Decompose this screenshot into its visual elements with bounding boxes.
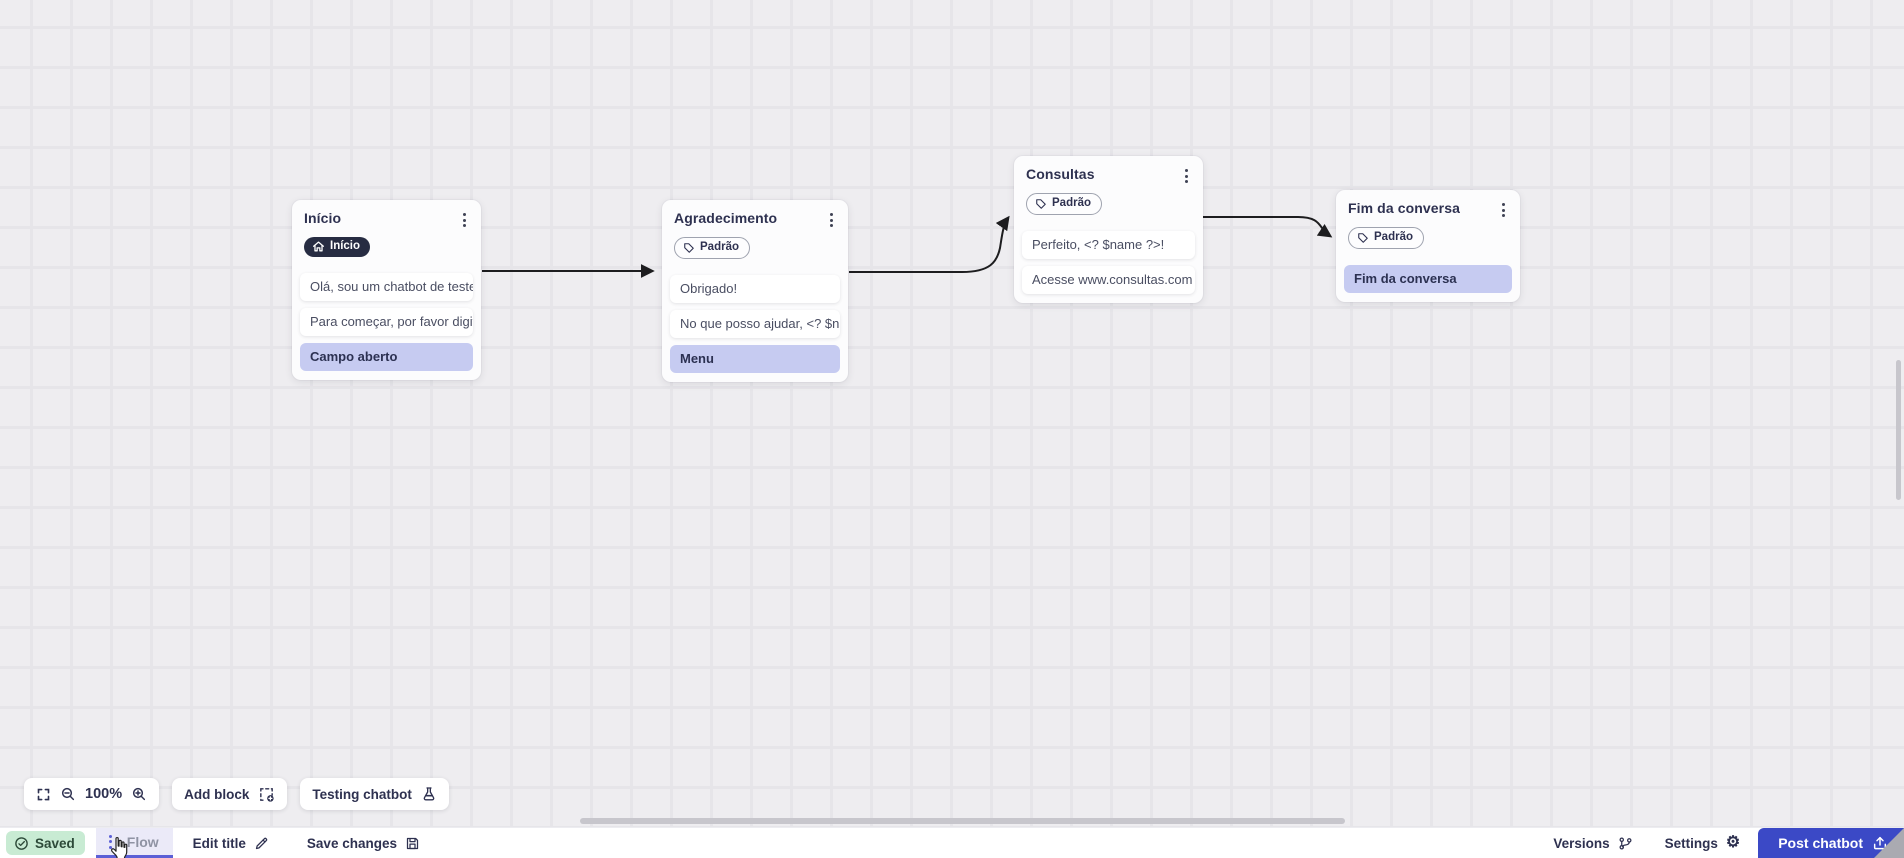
node-menu-icon[interactable] (1180, 166, 1193, 186)
badge-label: Padrão (700, 241, 739, 253)
node-menu-icon[interactable] (458, 210, 471, 230)
start-badge: Início (304, 237, 371, 257)
flask-icon (423, 787, 435, 801)
tag-icon (1358, 232, 1368, 243)
block-text: Menu (680, 351, 714, 366)
save-changes-label: Save changes (306, 835, 397, 851)
badge-label: Padrão (1052, 197, 1091, 209)
zoom-out-icon[interactable] (60, 786, 76, 802)
zoom-in-icon[interactable] (131, 786, 147, 802)
badge-label: Padrão (1374, 231, 1413, 243)
tag-icon (684, 242, 694, 253)
zoom-controls: 100% (24, 778, 160, 810)
input-block[interactable]: Menu (670, 345, 840, 373)
tab-drag-handle-icon[interactable] (104, 832, 117, 852)
save-changes-button[interactable]: Save changes (307, 836, 420, 851)
block-text: Para começar, por favor digite o ... (310, 314, 473, 329)
text-block[interactable]: Obrigado! (670, 275, 840, 303)
gear-icon: ⚙ (1725, 834, 1741, 851)
add-block-icon (260, 787, 275, 802)
input-block[interactable]: Fim da conversa (1344, 265, 1512, 293)
node-title: Agradecimento (674, 210, 778, 226)
save-icon (406, 837, 419, 849)
block-text: Obrigado! (680, 281, 738, 296)
tag-icon (1036, 198, 1046, 209)
node-title: Fim da conversa (1348, 200, 1460, 216)
settings-label: Settings (1664, 835, 1718, 851)
flow-node-fim-da-conversa[interactable]: Fim da conversa Padrão Fim da conversa (1336, 190, 1520, 302)
block-text: No que posso ajudar, <? $name ... (680, 316, 840, 331)
text-block[interactable]: Para começar, por favor digite o ... (300, 308, 473, 336)
block-text: Fim da conversa (1354, 271, 1457, 286)
node-title: Consultas (1026, 166, 1095, 182)
versions-label: Versions (1553, 835, 1610, 851)
group-badge: Padrão (1026, 193, 1102, 215)
git-branch-icon (1619, 837, 1632, 849)
input-block[interactable]: Campo aberto (300, 343, 473, 371)
canvas-toolbar: 100% Add block Testing chatbot (24, 778, 449, 810)
block-text: Olá, sou um chatbot de teste! (310, 279, 473, 294)
pencil-icon (255, 837, 268, 849)
flow-node-agradecimento[interactable]: Agradecimento Padrão Obrigado! No que po… (662, 200, 848, 382)
node-header: Consultas (1022, 164, 1195, 186)
node-menu-icon[interactable] (1497, 200, 1510, 220)
check-circle-icon (15, 836, 28, 850)
node-header: Início (300, 208, 473, 230)
edge-consultas-fim (1203, 216, 1333, 238)
node-header: Fim da conversa (1344, 198, 1512, 220)
bottom-bar: Saved Flow Edit title Save changes Versi… (0, 827, 1904, 858)
block-text: Campo aberto (310, 349, 398, 364)
saved-label: Saved (35, 835, 75, 851)
node-title: Início (304, 210, 342, 226)
text-block[interactable]: Perfeito, <? $name ?>! (1022, 231, 1195, 259)
tab-flow[interactable]: Flow (95, 828, 173, 858)
post-chatbot-label: Post chatbot (1778, 835, 1863, 851)
badge-label: Início (330, 240, 361, 252)
settings-button[interactable]: Settings ⚙ (1665, 835, 1741, 851)
text-block[interactable]: Acesse www.consultas.com par... (1022, 266, 1195, 294)
window-corner-decoration (1874, 828, 1904, 858)
home-icon (312, 241, 325, 252)
text-block[interactable]: No que posso ajudar, <? $name ... (670, 310, 840, 338)
block-text: Perfeito, <? $name ?>! (1032, 237, 1165, 252)
fullscreen-icon[interactable] (36, 787, 51, 802)
edit-title-button[interactable]: Edit title (193, 836, 269, 851)
horizontal-scrollbar[interactable] (580, 818, 1345, 824)
versions-button[interactable]: Versions (1553, 836, 1632, 851)
group-badge: Padrão (674, 237, 750, 259)
saved-status-badge: Saved (6, 831, 85, 855)
block-text: Acesse www.consultas.com par... (1032, 272, 1195, 287)
tab-flow-label: Flow (126, 833, 159, 850)
node-menu-icon[interactable] (825, 210, 838, 230)
testing-chatbot-label: Testing chatbot (312, 786, 412, 802)
node-header: Agradecimento (670, 208, 840, 230)
text-block[interactable]: Olá, sou um chatbot de teste! (300, 273, 473, 301)
edge-agradecimento-consultas (849, 215, 1010, 273)
flow-node-inicio[interactable]: Início Início Olá, sou um chatbot de tes… (292, 200, 481, 380)
testing-chatbot-button[interactable]: Testing chatbot (300, 778, 449, 810)
edit-title-label: Edit title (192, 835, 246, 851)
add-block-label: Add block (184, 786, 250, 802)
zoom-level: 100% (85, 786, 123, 802)
add-block-button[interactable]: Add block (172, 778, 288, 810)
group-badge: Padrão (1348, 227, 1424, 249)
flow-node-consultas[interactable]: Consultas Padrão Perfeito, <? $name ?>! … (1014, 156, 1203, 303)
vertical-scrollbar[interactable] (1896, 360, 1901, 500)
